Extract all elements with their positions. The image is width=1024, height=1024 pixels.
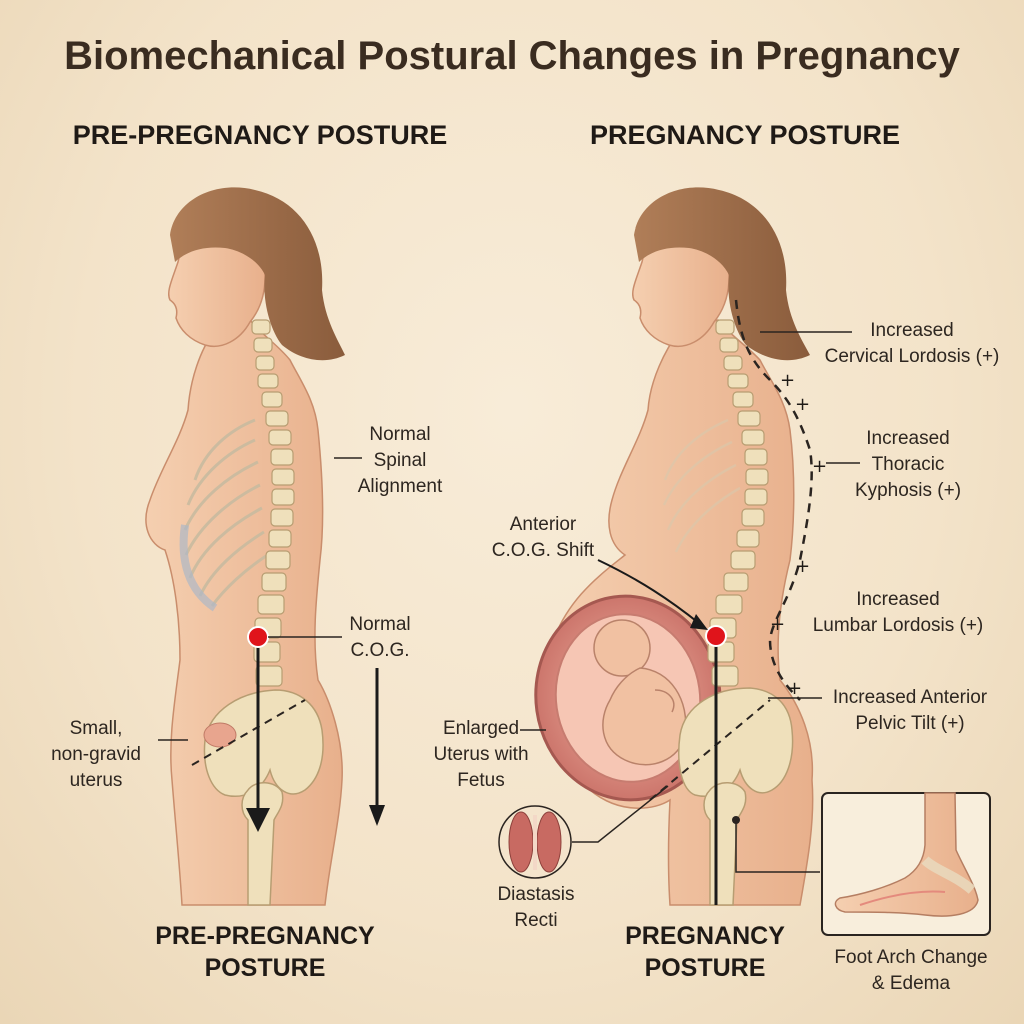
lumbar-lordosis-label: Increased Lumbar Lordosis (+) <box>812 589 984 636</box>
svg-text:+: + <box>770 614 785 635</box>
pre-pregnancy-heading: PRE-PREGNANCY POSTURE <box>72 120 448 150</box>
svg-text:+: + <box>787 678 802 699</box>
pregnancy-pelvis <box>678 687 794 797</box>
svg-text:+: + <box>795 556 810 577</box>
spinal-curve-dashed <box>734 299 813 701</box>
pre-pregnancy-uterus <box>203 722 237 748</box>
normal-spinal-alignment-label: Normal Spinal Alignment <box>357 424 443 497</box>
pre-pregnancy-ribcage <box>183 418 267 607</box>
diastasis-recti-icon <box>498 805 572 879</box>
diastasis-recti-label: Diastasis Recti <box>497 884 575 931</box>
foot-icon <box>834 792 979 917</box>
fetus-icon <box>593 619 687 766</box>
pregnancy-footer: PREGNANCY POSTURE <box>625 922 785 982</box>
pre-pregnancy-footer: PRE-PREGNANCY POSTURE <box>155 922 375 982</box>
pregnancy-uterus <box>534 594 722 802</box>
pre-pregnancy-body <box>145 319 343 906</box>
pregnancy-heading: PREGNANCY POSTURE <box>589 120 901 150</box>
svg-text:+: + <box>812 456 827 477</box>
pregnancy-figure: + + + + + + <box>498 187 991 936</box>
anterior-pelvic-tilt-label: Increased Anterior Pelvic Tilt (+) <box>832 687 988 734</box>
pre-pregnancy-cog-marker <box>247 626 269 648</box>
foot-arch-label: Foot Arch Change & Edema <box>834 947 988 994</box>
enlarged-uterus-label: Enlarged Uterus with Fetus <box>433 718 529 791</box>
cervical-lordosis-label: Increased Cervical Lordosis (+) <box>824 320 1000 367</box>
page-title: Biomechanical Postural Changes in Pregna… <box>64 34 960 78</box>
plus-markers: + + + + + + <box>770 370 827 699</box>
normal-cog-label: Normal C.O.G. <box>349 614 411 661</box>
pregnancy-hair <box>634 187 810 361</box>
anterior-cog-shift-label: Anterior C.O.G. Shift <box>491 514 595 561</box>
svg-text:+: + <box>795 394 810 415</box>
pregnancy-cog-marker <box>705 625 727 647</box>
thoracic-kyphosis-label: Increased Thoracic Kyphosis (+) <box>854 428 962 501</box>
pre-pregnancy-hair <box>170 187 345 361</box>
pre-pregnancy-spine <box>251 319 295 687</box>
pregnancy-spine <box>707 319 769 687</box>
pre-pregnancy-figure <box>145 187 385 906</box>
svg-text:+: + <box>780 370 795 391</box>
pregnancy-femur <box>703 782 747 906</box>
small-uterus-label: Small, non-gravid uterus <box>51 718 141 791</box>
foot-inset <box>821 792 991 936</box>
pre-pregnancy-pelvis <box>203 689 324 797</box>
